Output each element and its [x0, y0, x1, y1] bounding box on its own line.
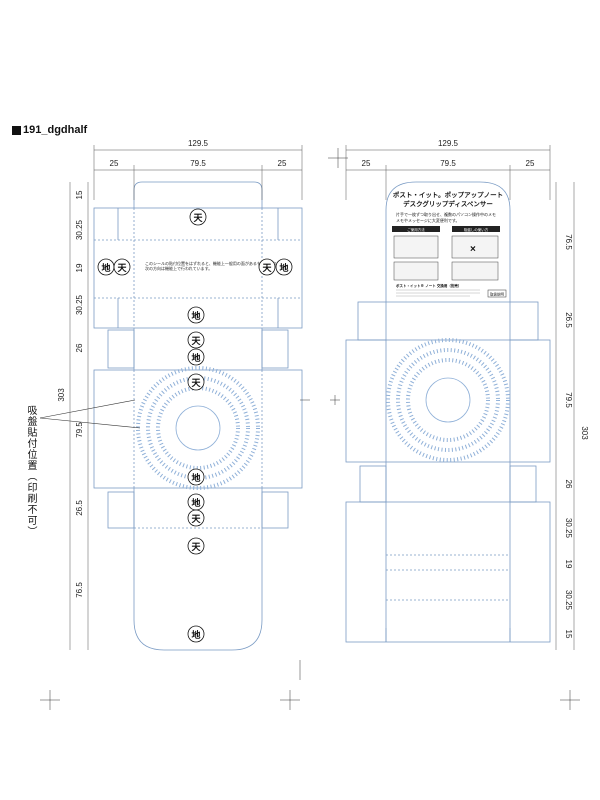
- left-h-3: 19: [75, 263, 84, 272]
- left-side-tab-l: [107, 329, 135, 369]
- left-width-3: 25: [278, 159, 287, 168]
- kanji-bottom-2: 地: [191, 310, 200, 322]
- left-h-6: 79.5: [75, 422, 84, 438]
- kanji-top-left: 天: [117, 263, 127, 274]
- attach-position-label: 吸盤貼付位置（印刷不可）: [25, 405, 36, 537]
- right-h-6: 19: [564, 560, 573, 569]
- kanji-top-4: 天: [191, 378, 201, 389]
- left-h-2: 30.25: [75, 219, 84, 240]
- right-top-flap: [385, 181, 511, 302]
- left-die: [93, 181, 303, 651]
- right-h-4: 26: [564, 480, 573, 489]
- right-print-panel: ポスト・イット。ポップアップノート デスクグリップディスペンサー 片手で一枚ずつ…: [392, 190, 507, 298]
- left-bottom-flap: [133, 530, 263, 651]
- attach-leader-lines: [39, 399, 141, 429]
- right-h-1: 76.5: [564, 234, 573, 250]
- title-square-icon: [12, 125, 21, 135]
- panel-bottom-line: ポスト・イット® ノート 交換用（別売）: [396, 283, 461, 288]
- panel-title-1: ポスト・イット。ポップアップノート: [393, 190, 503, 199]
- left-side-tab-r2: [261, 491, 289, 529]
- panel-title-2: デスクグリップディスペンサー: [403, 199, 493, 208]
- kanji-bottom-right: 地: [279, 262, 288, 274]
- panel-tag-right: 吸盤しの使い方: [464, 227, 489, 232]
- right-panel-bottom: [345, 501, 551, 643]
- left-total-height: 303: [57, 388, 66, 402]
- panel-code: 取扱説明: [490, 292, 504, 297]
- right-h-2: 26.5: [564, 312, 573, 328]
- left-h-5: 26: [75, 343, 84, 352]
- left-h-4: 30.25: [75, 294, 84, 315]
- crop-marks: [40, 148, 580, 710]
- right-width-3: 25: [526, 159, 535, 168]
- kanji-top-5: 天: [191, 514, 201, 525]
- kanji-top-3: 天: [191, 336, 201, 347]
- kanji-bottom-5: 地: [191, 497, 200, 509]
- right-h-7: 30.25: [564, 590, 573, 611]
- left-side-tab-r: [261, 329, 289, 369]
- left-note-line2: 次の方向は機能上で行われています。: [145, 265, 212, 271]
- panel-lead-1: 片手で一枚ずつ取り出せ、複数のパソコン操作中のメモ: [396, 211, 496, 217]
- right-width-total: 129.5: [438, 139, 459, 148]
- right-side-tab-l2: [359, 465, 387, 503]
- left-side-tab-l2: [107, 491, 135, 529]
- right-side-tab-l: [357, 301, 387, 341]
- left-kanji-markers: 天 地 天 天 地 地 天 地 天 地 地 天 天 地: [97, 208, 293, 643]
- right-width-2: 79.5: [440, 159, 456, 168]
- kanji-bottom-4: 地: [191, 472, 200, 484]
- left-h-7: 26.5: [75, 500, 84, 516]
- right-h-3: 79.5: [564, 392, 573, 408]
- kanji-top-6: 天: [191, 542, 201, 553]
- left-dimension-lines: [69, 145, 303, 650]
- panel-cross-icon: ×: [470, 244, 476, 255]
- left-panel-top: [93, 207, 303, 329]
- sheet-title: 191_dgdhalf: [12, 124, 87, 136]
- left-panel-mid: [93, 369, 303, 489]
- right-suction-zone: [386, 338, 510, 462]
- kanji-bottom-6: 地: [191, 629, 200, 641]
- right-h-5: 30.25: [564, 518, 573, 539]
- left-width-total: 129.5: [188, 139, 209, 148]
- kanji-top-1: 天: [193, 213, 203, 224]
- panel-tag-left: ご使用方法: [407, 227, 425, 232]
- right-panel-mid: [345, 339, 551, 463]
- kanji-bottom-3: 地: [191, 352, 200, 364]
- right-side-tab-r: [509, 301, 539, 341]
- sheet-title-text: 191_dgdhalf: [23, 124, 88, 136]
- right-die: [345, 181, 551, 643]
- left-h-8: 76.5: [75, 582, 84, 598]
- left-h-1: 15: [75, 190, 84, 199]
- kanji-bottom-left: 地: [101, 262, 110, 274]
- right-h-8: 15: [564, 630, 573, 639]
- left-width-1: 25: [110, 159, 119, 168]
- right-side-tab-r2: [509, 465, 537, 503]
- right-dimension-lines: [345, 145, 575, 650]
- right-width-1: 25: [362, 159, 371, 168]
- right-total-height: 303: [580, 426, 589, 440]
- panel-lead-2: メモやメッセージに大変便利です。: [396, 217, 460, 223]
- left-top-flap: [133, 181, 263, 208]
- kanji-top-right: 天: [262, 263, 272, 274]
- left-width-2: 79.5: [190, 159, 206, 168]
- left-note-line1: このシールの貼付位置をはずれると、機能上一般用の面があるものがあります。: [145, 260, 288, 266]
